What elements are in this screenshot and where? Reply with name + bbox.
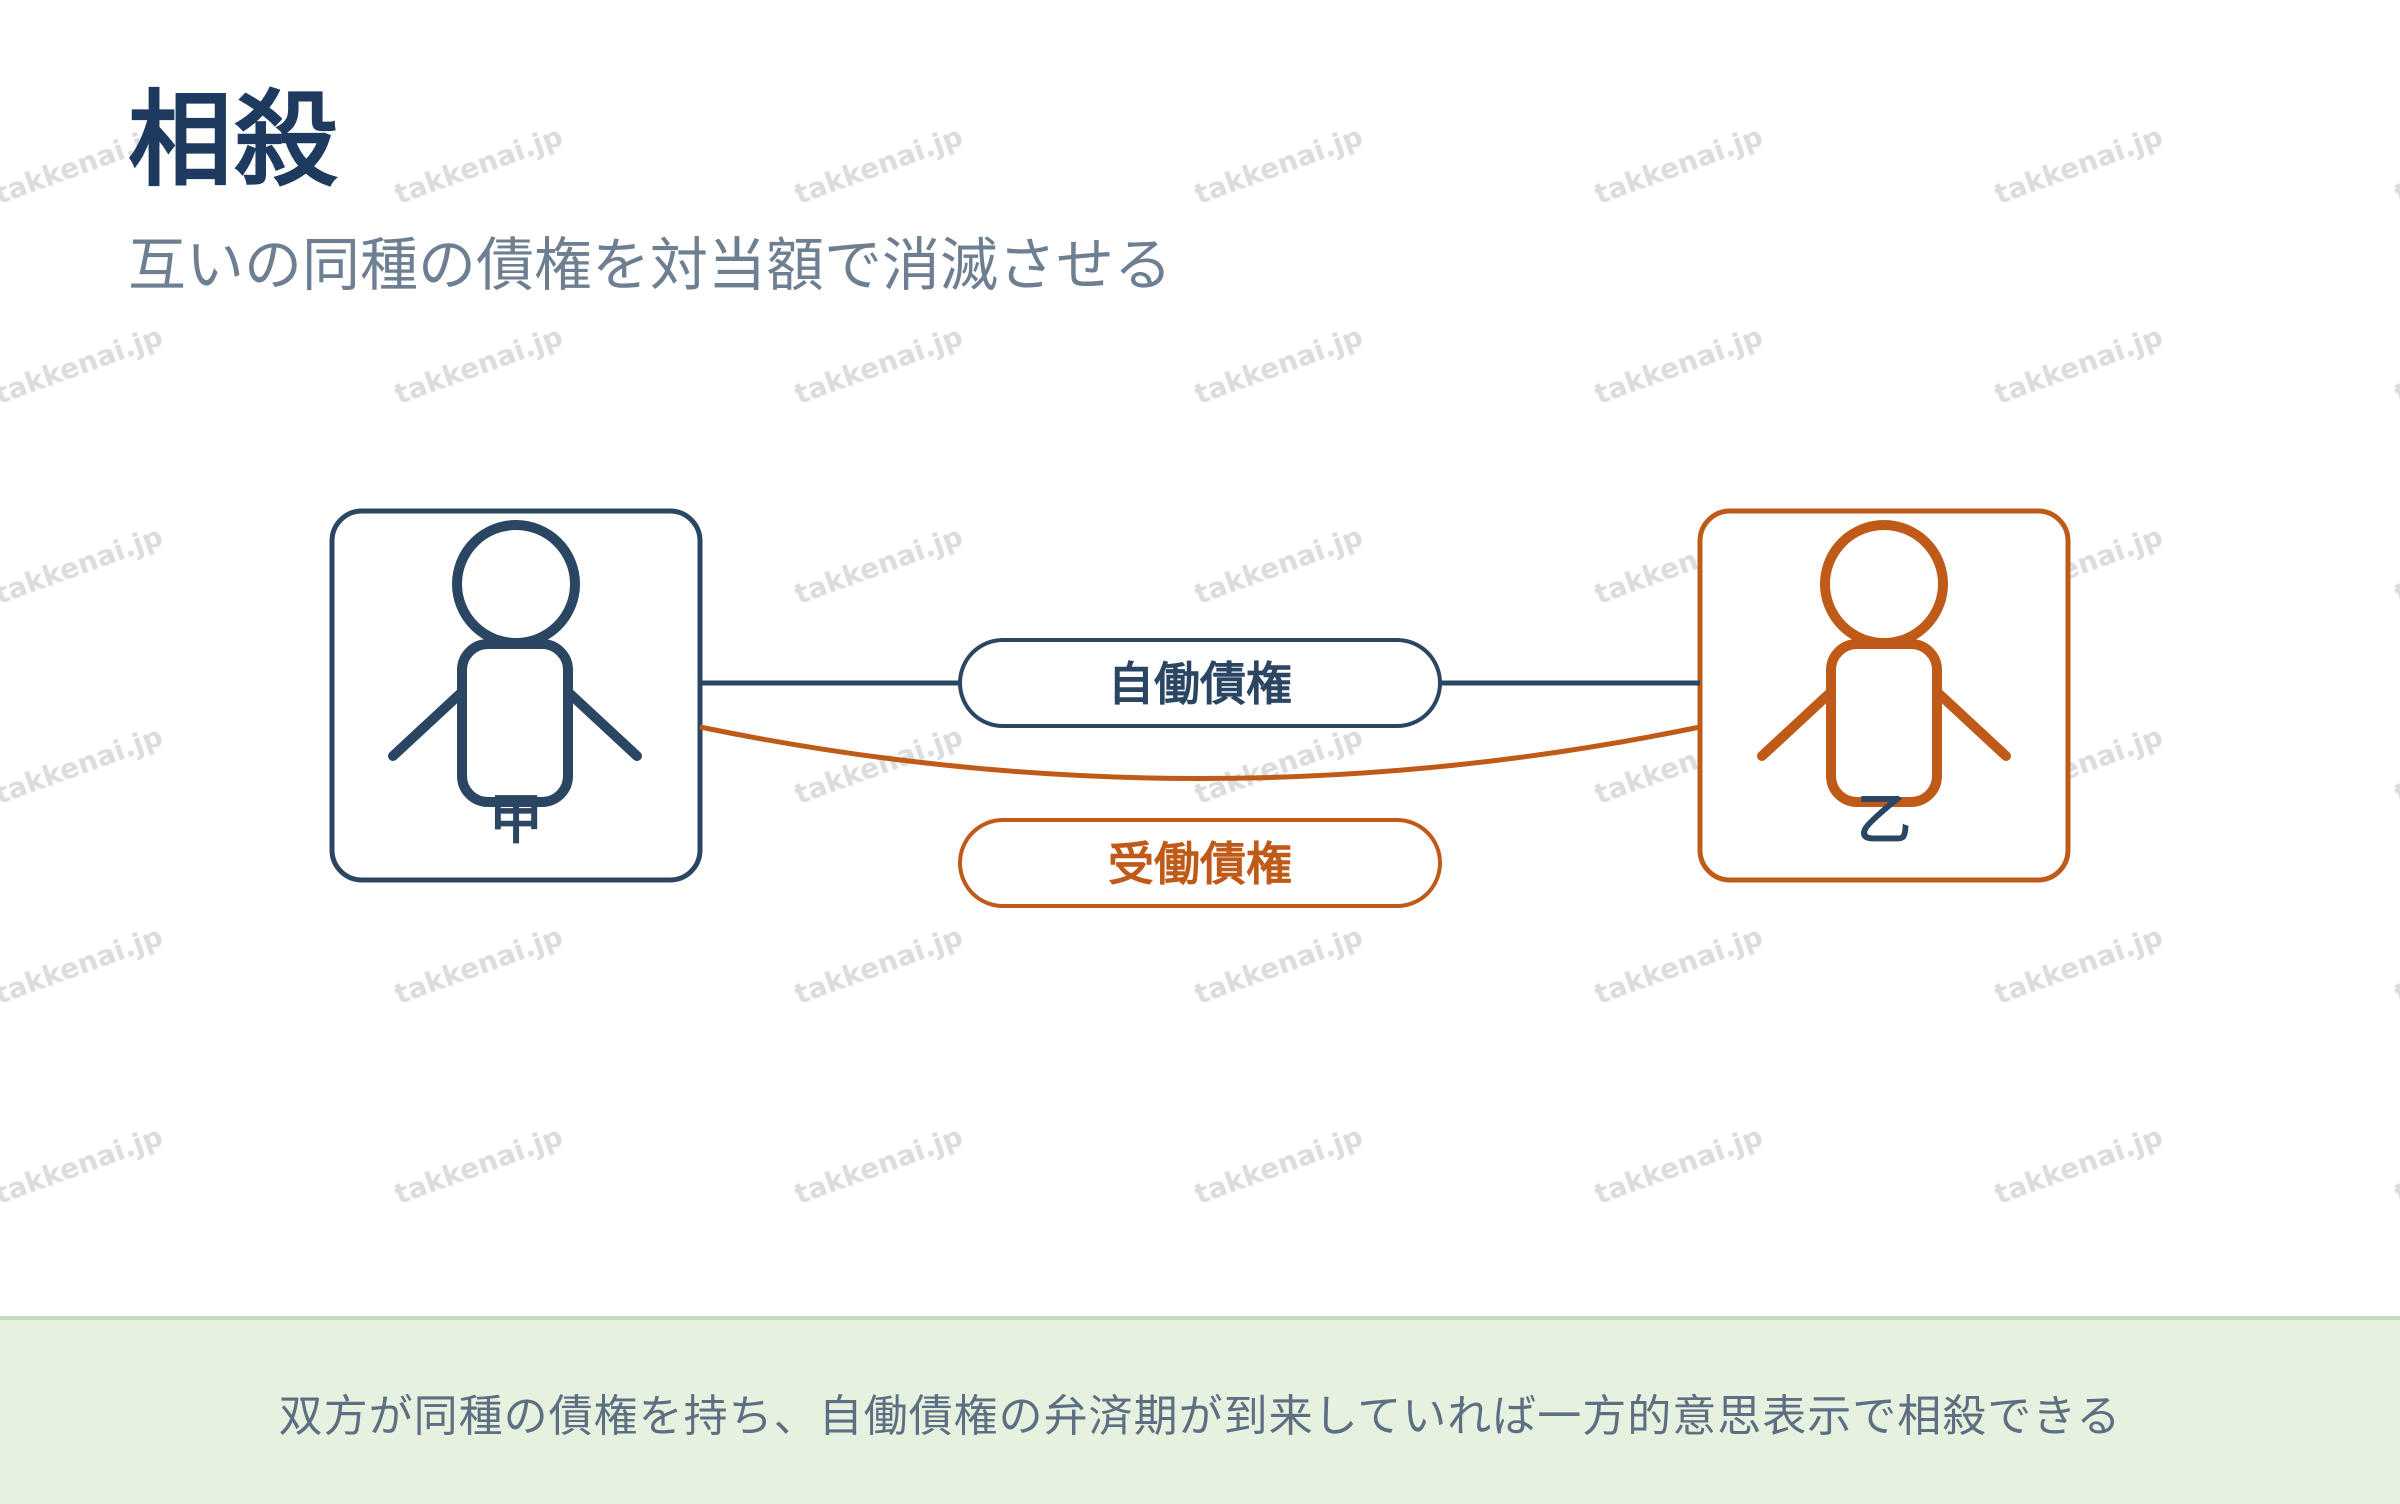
party-right-frame (1697, 508, 2071, 883)
claim-lower: 受働債権 (699, 724, 1701, 908)
party-left-frame (329, 508, 703, 883)
claim-lower-pill (958, 818, 1442, 908)
claim-upper-label: 自働債権 (1108, 657, 1292, 711)
setoff-diagram: 甲 乙 自働債権 受働債権 (329, 508, 2071, 908)
party-left-label: 甲 (489, 788, 543, 851)
person-left-icon (388, 520, 642, 807)
party-right: 乙 (1697, 508, 2071, 883)
claim-upper: 自働債権 (700, 638, 1700, 728)
party-right-label: 乙 (1857, 788, 1911, 851)
page-title: 相殺 (128, 79, 341, 201)
claim-lower-label: 受働債権 (1108, 837, 1292, 891)
summary-text: 双方が同種の債権を持ち、自働債権の弁済期が到来していれば一方的意思表示で相殺でき… (278, 1391, 2122, 1442)
party-left: 甲 (329, 508, 703, 883)
summary-banner: 双方が同種の債権を持ち、自働債権の弁済期が到来していれば一方的意思表示で相殺でき… (0, 1316, 2400, 1504)
claim-upper-pill (958, 638, 1442, 728)
claim-lower-curve (699, 724, 1701, 781)
person-right-icon (1757, 520, 2011, 807)
page-subtitle: 互いの同種の債権を対当額で消滅させる (128, 231, 1173, 299)
